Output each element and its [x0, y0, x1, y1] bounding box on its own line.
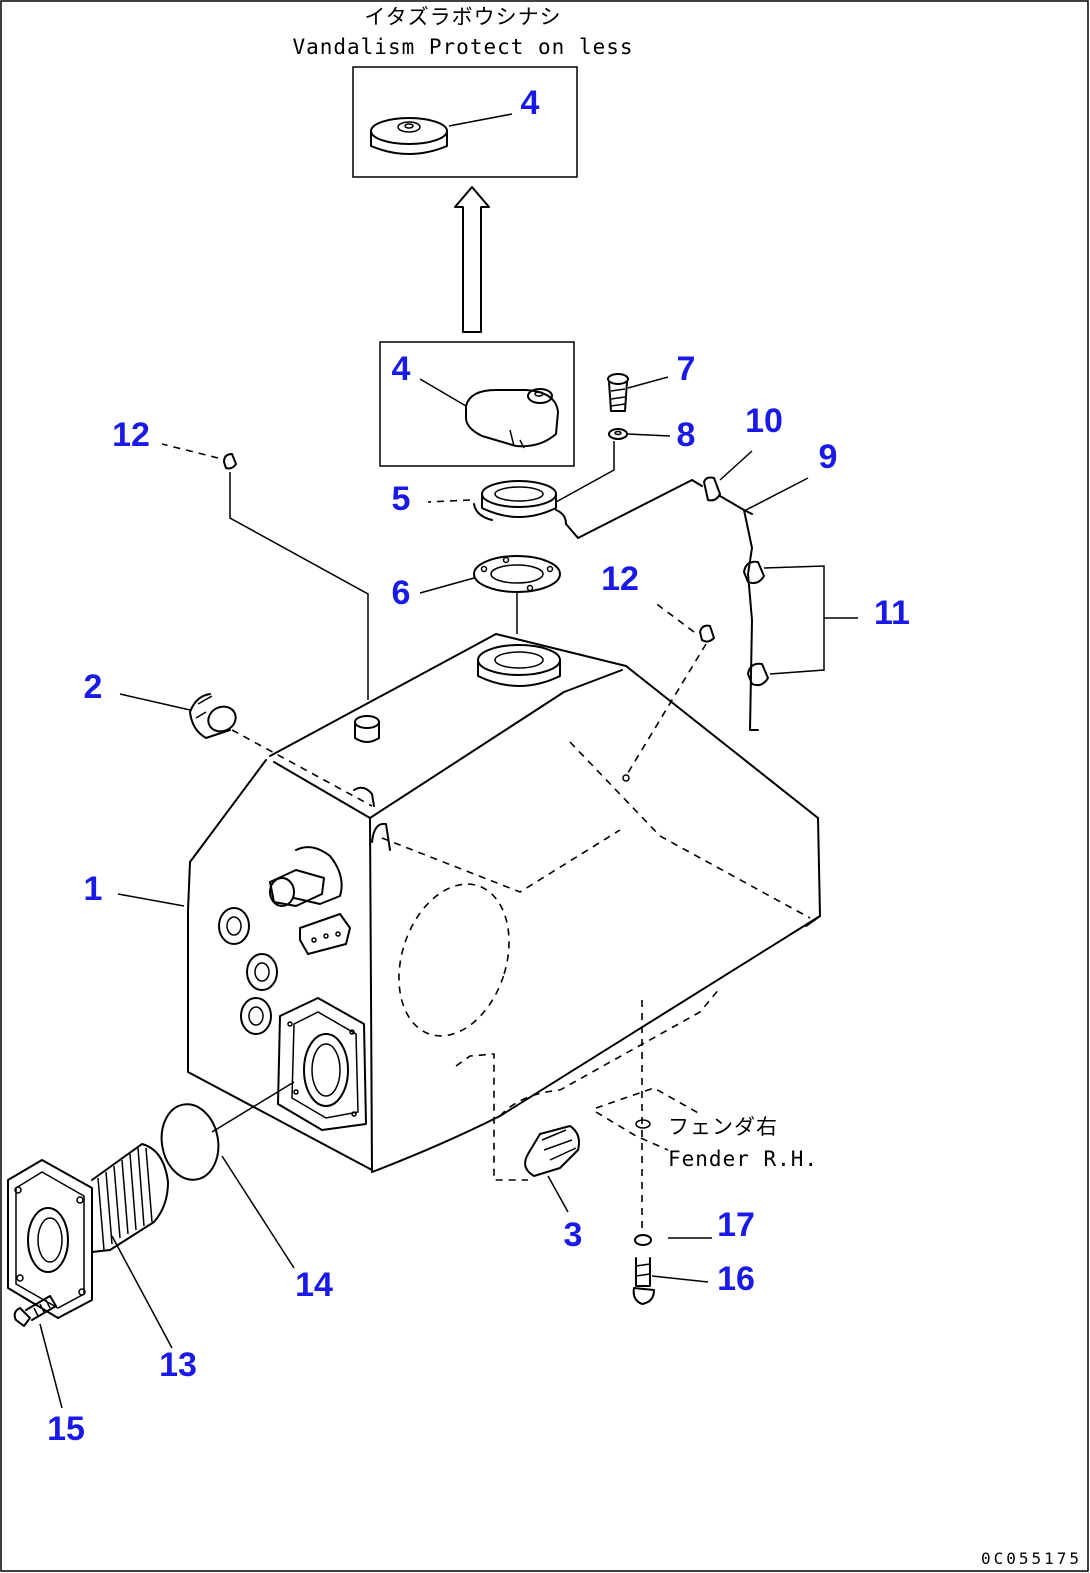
callout-5: 5 [392, 480, 411, 518]
caption-fender-en: Fender R.H. [668, 1147, 818, 1171]
callout-17: 17 [717, 1206, 755, 1244]
callout-14: 14 [295, 1266, 333, 1304]
arrow-up-icon [454, 186, 490, 333]
strainer-13 [7, 1143, 173, 1349]
bolt-16-icon [632, 1257, 709, 1305]
callout-1: 1 [84, 870, 103, 908]
breather-12-left [161, 443, 369, 700]
callout-7: 7 [677, 350, 696, 388]
fender-bracket [595, 1000, 701, 1232]
drawing-code: 0C055175 [981, 1549, 1082, 1568]
callout-9: 9 [819, 438, 838, 476]
callout-2: 2 [84, 668, 103, 706]
callout-12-left: 12 [112, 416, 150, 454]
filler-neck-5 [427, 441, 703, 539]
drain-plug-3 [524, 1125, 580, 1213]
callout-4-lower: 4 [392, 350, 411, 388]
callout-12-right: 12 [601, 560, 639, 598]
caption-top-en: Vandalism Protect on less [292, 35, 633, 59]
gasket-6 [419, 555, 561, 634]
washer-8-icon [608, 428, 671, 440]
hydraulic-tank-1 [117, 633, 821, 1181]
breather-12-right [622, 601, 715, 782]
callout-16: 16 [717, 1260, 755, 1298]
bolt-15-icon [13, 1295, 63, 1409]
callout-10: 10 [745, 402, 783, 440]
callout-15: 15 [47, 1410, 85, 1448]
callout-6: 6 [392, 574, 411, 612]
bolt-7-icon [607, 373, 669, 412]
callout-11: 11 [874, 594, 910, 632]
detail-box-cap-plain [352, 66, 578, 178]
callout-8: 8 [677, 416, 696, 454]
caption-top-jp: イタズラボウシナシ [364, 5, 561, 29]
callout-3: 3 [564, 1216, 583, 1254]
washer-17-icon [634, 1234, 712, 1246]
detail-box-cap-lock [379, 341, 575, 467]
callout-4-top: 4 [521, 84, 540, 122]
callout-13: 13 [159, 1346, 197, 1384]
plug-2 [119, 693, 373, 807]
caption-fender-jp: フェンダ右 [668, 1115, 778, 1139]
o-ring-14 [160, 1081, 295, 1269]
hose-9-assembly [703, 450, 858, 731]
